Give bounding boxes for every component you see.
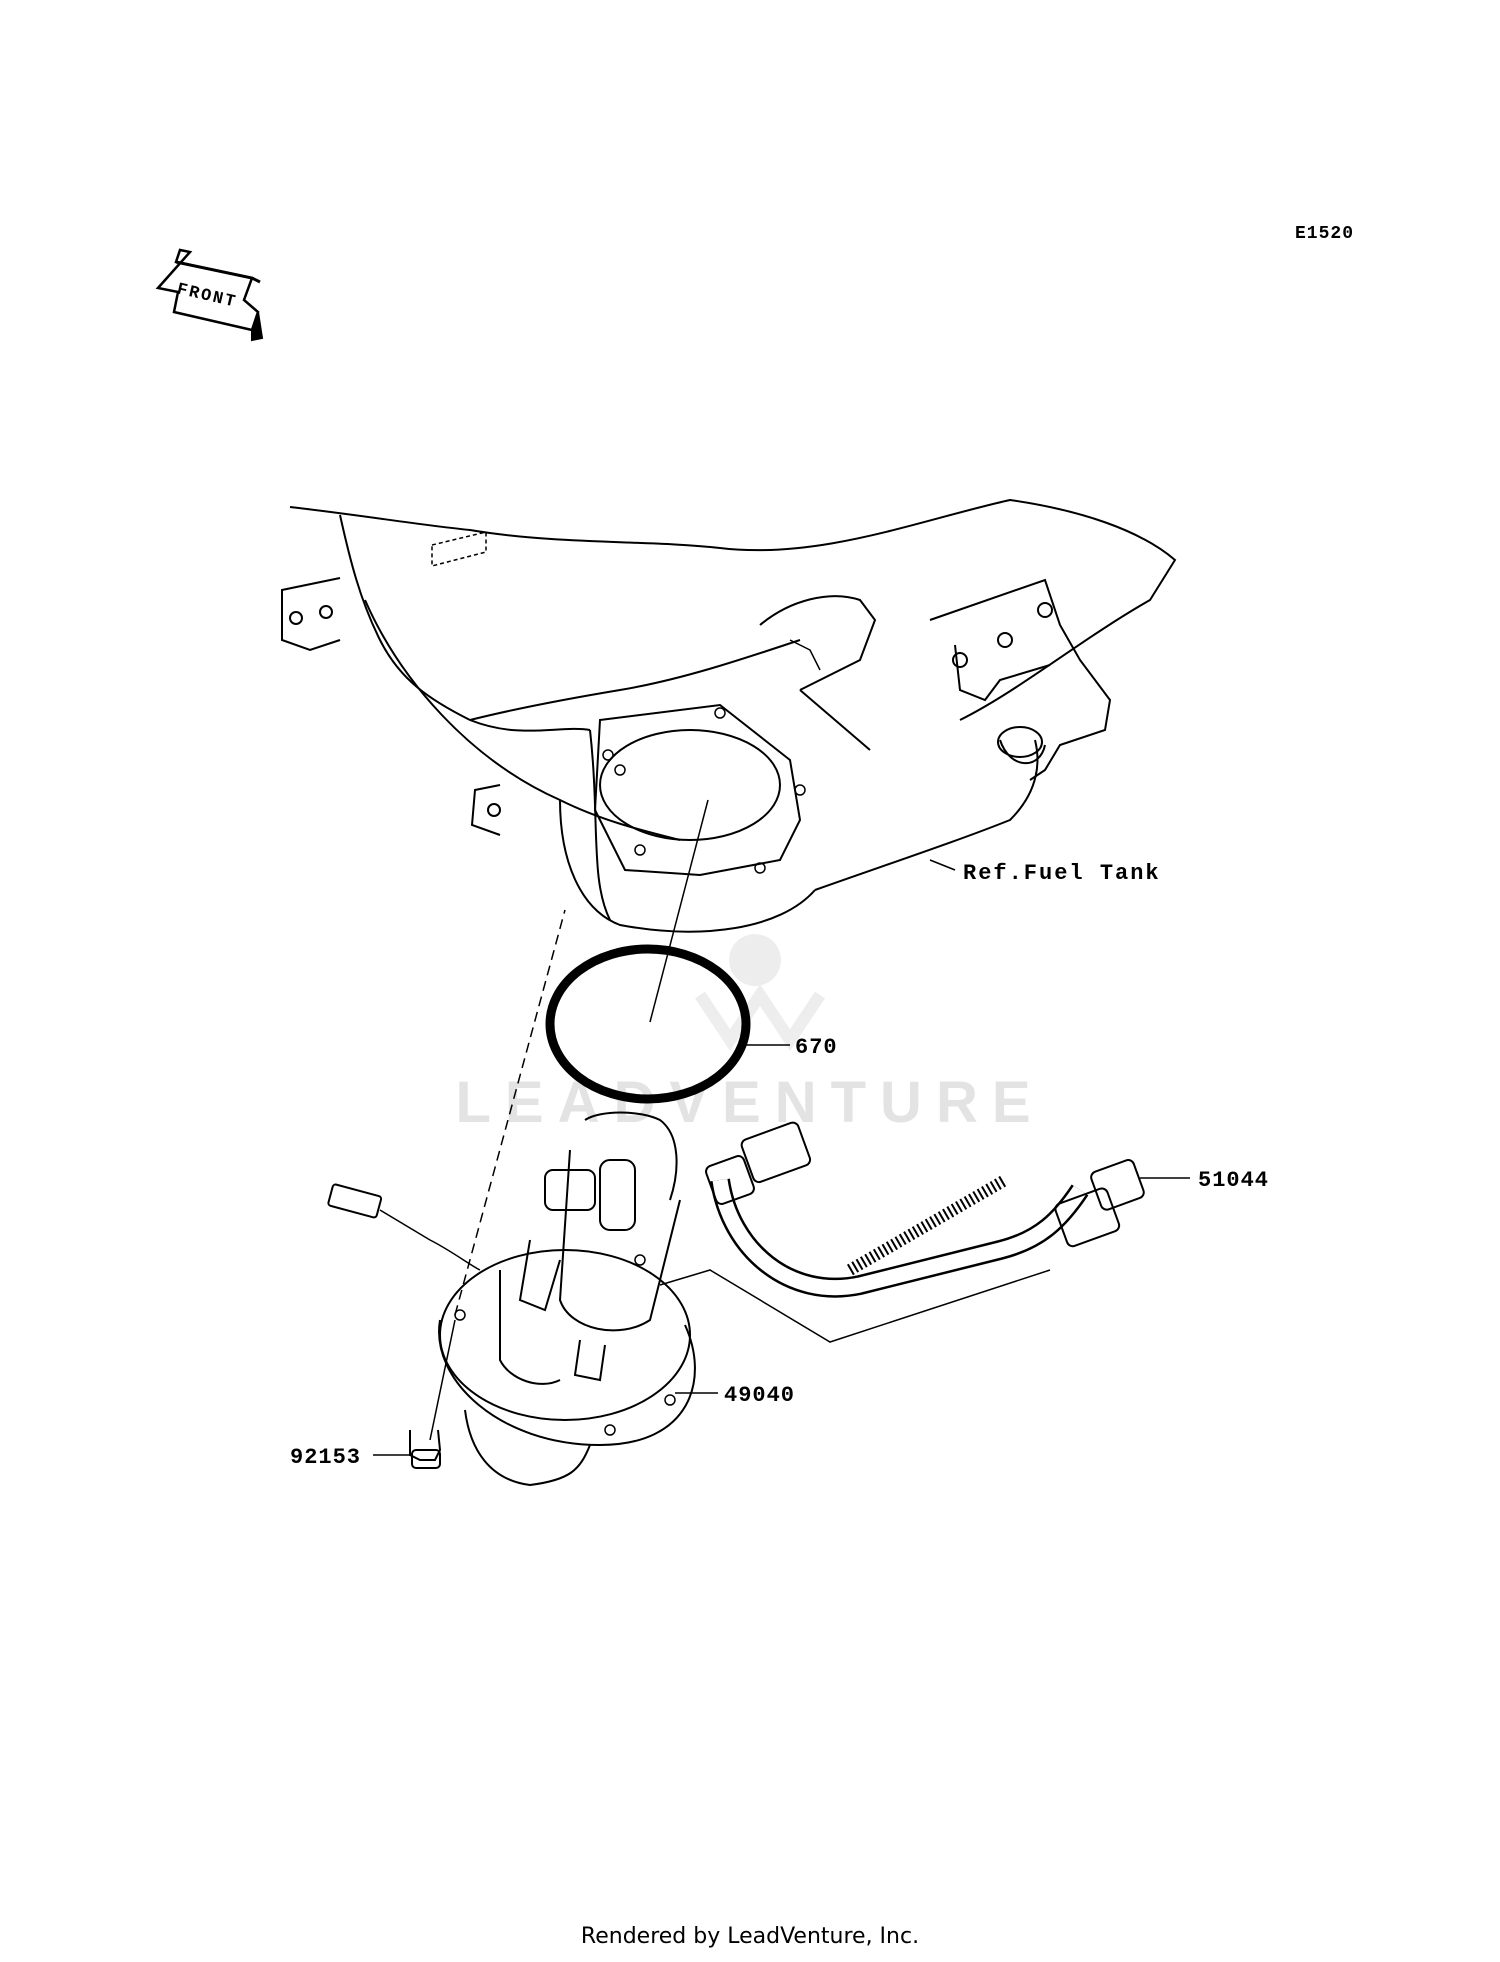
watermark: LEADVENTURE bbox=[455, 934, 1044, 1135]
ref-fuel-tank-label: Ref.Fuel Tank bbox=[963, 861, 1161, 886]
fuel-hose-51044 bbox=[705, 1121, 1190, 1298]
callout-92153[interactable]: 92153 bbox=[290, 1445, 361, 1470]
fuel-pump-assembly-49040 bbox=[327, 909, 1051, 1487]
front-arrow-icon: FRONT bbox=[155, 248, 264, 342]
footer-credit: Rendered by LeadVenture, Inc. bbox=[580, 1924, 920, 1949]
callout-51044[interactable]: 51044 bbox=[1198, 1168, 1269, 1193]
fuel-tank bbox=[281, 498, 1177, 933]
bolt-92153 bbox=[373, 1429, 442, 1469]
o-ring-670 bbox=[545, 799, 790, 1104]
watermark-text: LEADVENTURE bbox=[455, 1070, 1044, 1135]
callout-670[interactable]: 670 bbox=[795, 1035, 838, 1060]
diagram-id: E1520 bbox=[1295, 224, 1354, 244]
callout-49040[interactable]: 49040 bbox=[724, 1383, 795, 1408]
